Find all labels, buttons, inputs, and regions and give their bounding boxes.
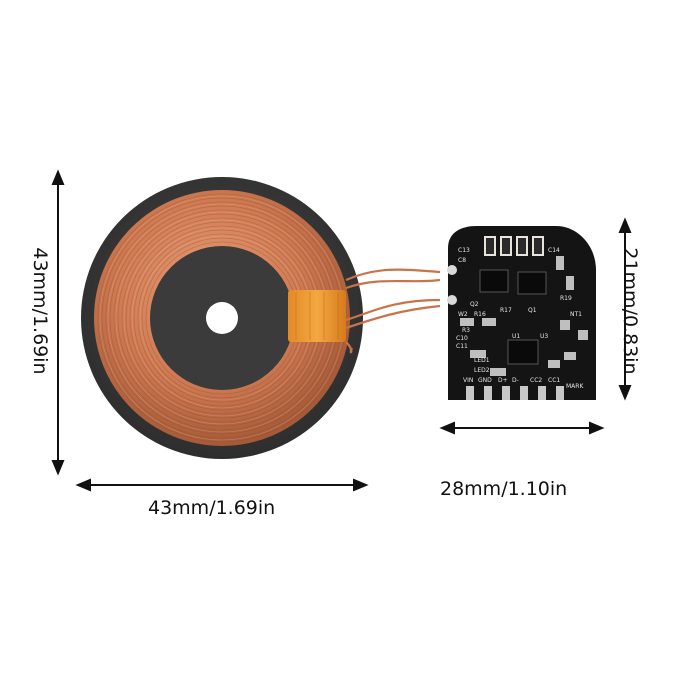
part-label-u3: U3 [540, 333, 548, 340]
dimension-arrow-bottom-left [75, 478, 369, 492]
pcb-board [447, 226, 596, 400]
coil-height-label: 43mm/1.69in [29, 247, 51, 375]
pin-label-dplus: D+ [498, 377, 508, 384]
pin-label-mark: MARK [566, 383, 584, 390]
center-hole [206, 302, 238, 334]
part-label-q2: Q2 [470, 301, 479, 308]
part-label-q1: Q1 [528, 307, 537, 314]
pin-label-cc1: CC1 [548, 377, 560, 384]
part-label-led2: LED2 [474, 367, 490, 374]
part-label-r3: R3 [462, 327, 470, 334]
part-label-u1: U1 [512, 333, 520, 340]
part-label-c11: C11 [456, 343, 468, 350]
part-label-c14: C14 [548, 247, 560, 254]
dimension-arrow-bottom-right [439, 421, 605, 435]
part-label-nt1: NT1 [570, 311, 582, 318]
part-label-c13: C13 [458, 247, 470, 254]
part-label-w2: W2 [458, 311, 468, 318]
board-width-label: 28mm/1.10in [440, 478, 568, 500]
part-label-r17: R17 [500, 307, 512, 314]
pin-label-vin: VIN [463, 377, 473, 384]
part-label-c8: C8 [458, 257, 466, 264]
pin-label-dminus: D- [512, 377, 519, 384]
dimension-arrow-left [51, 169, 65, 476]
part-label-r19: R19 [560, 295, 572, 302]
coil-lead-wires [345, 268, 441, 354]
dimension-arrow-right [618, 217, 632, 401]
pin-label-gnd: GND [478, 377, 492, 384]
coil-width-label: 43mm/1.69in [148, 497, 276, 519]
part-label-r16: R16 [474, 311, 486, 318]
part-label-led1: LED1 [474, 357, 490, 364]
board-height-label: 21mm/0.83in [619, 247, 641, 375]
kapton-tape [288, 290, 346, 342]
pin-label-cc2: CC2 [530, 377, 542, 384]
part-label-c10: C10 [456, 335, 468, 342]
